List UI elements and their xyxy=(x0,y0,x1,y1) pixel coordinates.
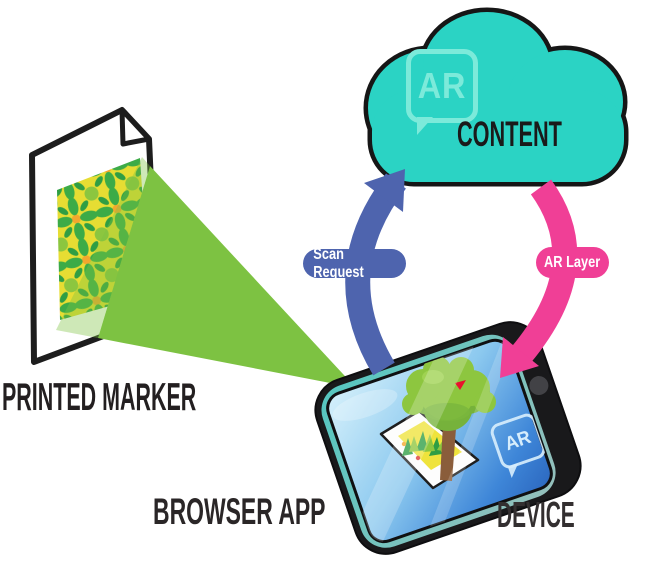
speech-bubble-tail-icon xyxy=(417,117,433,135)
cloud-ar-badge-label: AR xyxy=(417,65,467,106)
cloud-ar-badge: AR xyxy=(406,49,478,135)
ar-layer-pill: AR Layer xyxy=(536,247,609,278)
phone-camera xyxy=(529,376,549,396)
glass-reflections xyxy=(332,335,521,546)
scan-request-pill: Scan Request xyxy=(303,246,406,281)
page-fold-corner xyxy=(119,107,152,147)
screen-content xyxy=(332,335,546,546)
device-label: DEVICE xyxy=(497,494,575,535)
tree-canopy xyxy=(402,356,496,431)
projection-cone xyxy=(56,157,356,388)
browser-app-label: BROWSER APP xyxy=(153,491,326,532)
cloud-content-label: CONTENT xyxy=(457,115,562,154)
ar-layer-arrow xyxy=(500,179,578,378)
printed-marker-label: PRINTED MARKER xyxy=(2,376,197,419)
scan-request-pill-label: Scan Request xyxy=(313,245,364,281)
ar-layer-pill-label: AR Layer xyxy=(544,253,601,271)
red-bird xyxy=(455,380,466,390)
ar-tree xyxy=(402,356,496,481)
